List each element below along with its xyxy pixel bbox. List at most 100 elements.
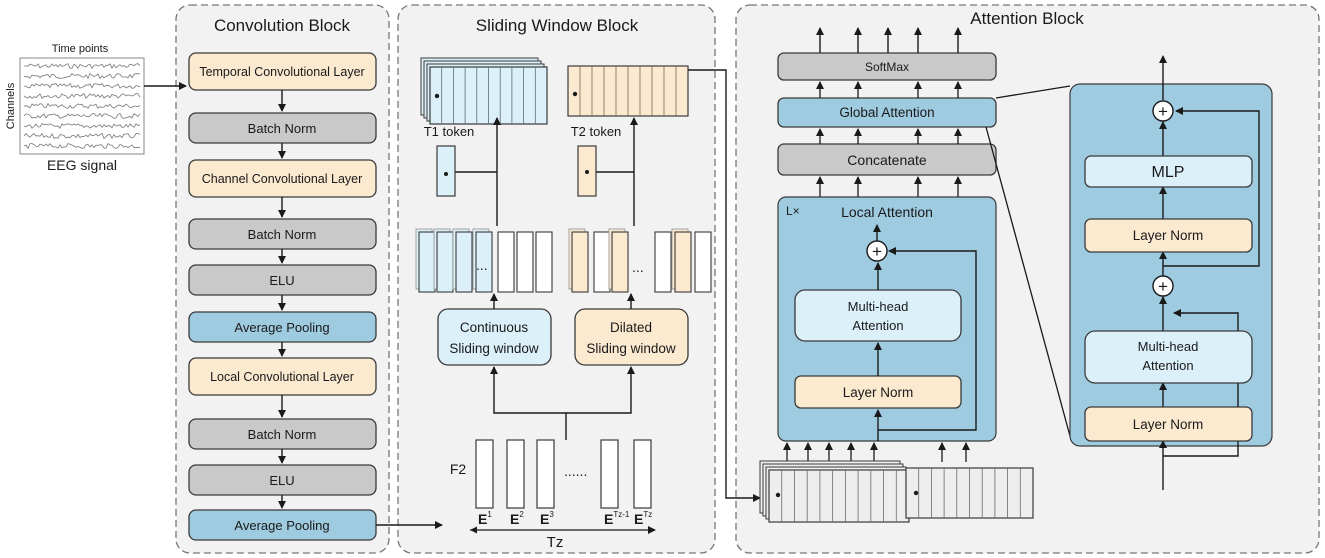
conv-layer-avgpool-1: Average Pooling (188, 311, 377, 343)
detail-expansion-lines (985, 85, 1071, 437)
eeg-trace (23, 72, 141, 80)
svg-text:ETz-1: ETz-1 (604, 510, 630, 527)
svg-text:Dilated: Dilated (610, 320, 652, 335)
embedding-strip (536, 439, 555, 509)
svg-text:Continuous: Continuous (460, 320, 529, 335)
window-strip (674, 231, 692, 293)
concatenate-box: Concatenate (777, 143, 997, 176)
conv-layer-elu-1: ELU (188, 264, 377, 296)
conv-layer-channel: Channel Convolutional Layer (188, 159, 377, 198)
conv-layer-temporal: Temporal Convolutional Layer (188, 52, 377, 91)
conv-layer-elu-2: ELU (188, 464, 377, 496)
t1-small-token (436, 145, 456, 197)
embedding-strip (475, 439, 494, 509)
window-strip (455, 231, 473, 293)
local-mha-box: Multi-head Attention (794, 289, 962, 342)
svg-text:Temporal Convolutional Layer: Temporal Convolutional Layer (199, 65, 364, 79)
eeg-trace (23, 142, 141, 150)
dilated-sliding-window-box: Dilated Sliding window (574, 308, 689, 366)
svg-text:+: + (872, 242, 882, 261)
svg-text:Average Pooling: Average Pooling (234, 518, 329, 533)
convolution-block-title: Convolution Block (214, 16, 351, 35)
eeg-trace (23, 102, 141, 109)
detail-residual-add-bottom-icon (1152, 275, 1174, 297)
local-layer-norm-box: Layer Norm (794, 375, 962, 409)
window-strips-dots-right: ... (632, 259, 644, 275)
tz-label: Tz (547, 534, 564, 551)
conv-layer-batchnorm-1: Batch Norm (188, 112, 377, 144)
window-strips-dots-left: ... (476, 257, 488, 273)
svg-text:Local Convolutional Layer: Local Convolutional Layer (210, 370, 354, 384)
svg-text:SoftMax: SoftMax (865, 60, 909, 74)
embedding-strips (475, 439, 652, 509)
conv-layer-batchnorm-2: Batch Norm (188, 218, 377, 250)
attention-stack-arrows (816, 81, 962, 197)
eeg-trace (23, 112, 141, 119)
window-strip (571, 231, 589, 293)
conv-layer-batchnorm-3: Batch Norm (188, 418, 377, 450)
token-merge-arrows (455, 117, 638, 226)
embedding-dots: ...... (564, 463, 587, 479)
svg-text:+: + (1158, 102, 1168, 121)
sliding-window-block-title: Sliding Window Block (476, 16, 639, 35)
continuous-sliding-window-box: Continuous Sliding window (437, 308, 552, 366)
attention-block-title: Attention Block (970, 9, 1084, 28)
window-strip (535, 231, 553, 293)
attention-input-token-single (905, 467, 1034, 519)
svg-text:Sliding window: Sliding window (586, 341, 676, 356)
eeg-trace (23, 82, 141, 89)
svg-text:E1: E1 (478, 510, 492, 527)
window-strip (475, 231, 493, 293)
embedding-strip (633, 439, 652, 509)
softmax-box: SoftMax (777, 52, 997, 81)
svg-text:Attention: Attention (1142, 358, 1193, 373)
eeg-trace (23, 132, 141, 140)
conv-layer-local: Local Convolutional Layer (188, 357, 377, 396)
t1-token-label: T1 token (424, 124, 475, 139)
svg-text:Layer Norm: Layer Norm (1133, 228, 1204, 243)
t1-token-stack (420, 57, 548, 125)
embedding-labels: E1 E2 E3 ETz-1 ETz (478, 510, 652, 527)
svg-text:Sliding window: Sliding window (449, 341, 539, 356)
svg-text:MLP: MLP (1152, 164, 1185, 181)
svg-text:ETz: ETz (634, 510, 652, 527)
f2-label: F2 (450, 461, 467, 477)
detail-mha-box: Multi-head Attention (1084, 330, 1253, 384)
svg-text:E3: E3 (540, 510, 554, 527)
t2-token (567, 65, 689, 117)
global-attention-box: Global Attention (777, 97, 997, 128)
window-strip (654, 231, 672, 293)
svg-text:Layer Norm: Layer Norm (843, 385, 914, 400)
svg-text:E2: E2 (510, 510, 524, 527)
svg-text:Batch Norm: Batch Norm (248, 227, 317, 242)
svg-text:Layer Norm: Layer Norm (1133, 417, 1204, 432)
eeg-channels-label: Channels (5, 82, 17, 129)
eeg-signal-label: EEG signal (47, 157, 117, 173)
svg-text:Batch Norm: Batch Norm (248, 121, 317, 136)
window-strip (516, 231, 534, 293)
svg-text:Average Pooling: Average Pooling (234, 320, 329, 335)
eeg-time-points-label: Time points (52, 43, 109, 55)
local-attention-repeat-label: L× (786, 204, 800, 218)
eeg-plot-frame (19, 57, 145, 155)
detail-layer-norm-bottom-box: Layer Norm (1084, 406, 1253, 442)
svg-text:Attention: Attention (852, 318, 903, 333)
eeg-trace (23, 92, 141, 100)
svg-text:Channel Convolutional Layer: Channel Convolutional Layer (202, 172, 363, 186)
window-strip (436, 231, 454, 293)
t2-small-token (577, 145, 597, 197)
svg-text:Concatenate: Concatenate (847, 152, 927, 168)
detail-layer-norm-top-box: Layer Norm (1084, 218, 1253, 253)
sliding-window-block-panel (397, 4, 716, 554)
svg-text:ELU: ELU (269, 473, 294, 488)
svg-text:ELU: ELU (269, 273, 294, 288)
detail-residual-add-top-icon (1152, 100, 1174, 122)
window-strip (593, 231, 611, 293)
eeg-trace (23, 123, 141, 129)
window-strip (497, 231, 515, 293)
attention-input-token-stack (759, 460, 910, 523)
window-strip (418, 231, 436, 293)
svg-text:Batch Norm: Batch Norm (248, 427, 317, 442)
window-strip (694, 231, 712, 293)
embedding-strip (506, 439, 525, 509)
